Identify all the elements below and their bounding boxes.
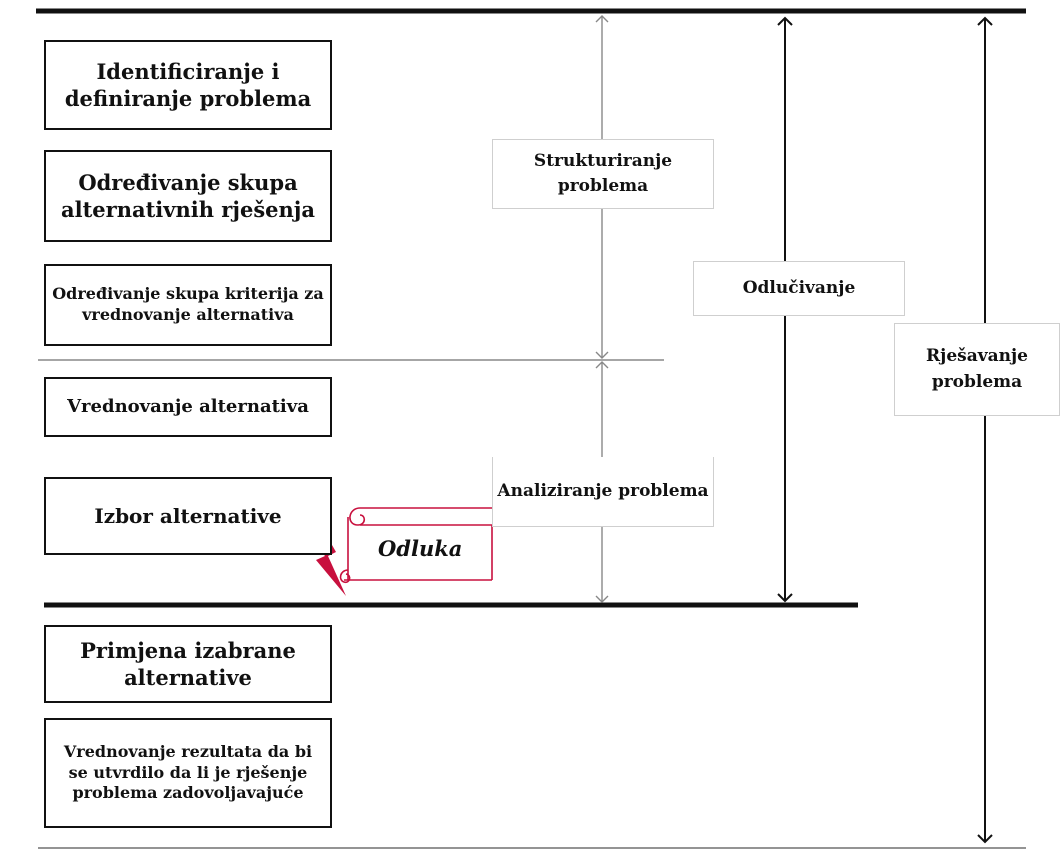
step-identificiranje: Identificiranje i definiranje problema: [44, 40, 332, 130]
step-izbor-alternative: Izbor alternative: [44, 477, 332, 555]
step-primjena: Primjena izabrane alternative: [44, 625, 332, 703]
step-vrednovanje-alternativa: Vrednovanje alternativa: [44, 377, 332, 437]
label-rjesavanje: Rješavanje problema: [894, 323, 1060, 416]
step-vrednovanje-rezultata: Vrednovanje rezultata da bi se utvrdilo …: [44, 718, 332, 828]
label-odlucivanje: Odlučivanje: [693, 261, 905, 316]
label-analiziranje: Analiziranje problema: [492, 457, 714, 527]
label-strukturiranje: Strukturiranje problema: [492, 139, 714, 209]
step-alternativna-rjesenja: Određivanje skupa alternativnih rješenja: [44, 150, 332, 242]
odluka-label: Odluka: [378, 536, 463, 561]
step-kriteriji: Određivanje skupa kriterija za vrednovan…: [44, 264, 332, 346]
